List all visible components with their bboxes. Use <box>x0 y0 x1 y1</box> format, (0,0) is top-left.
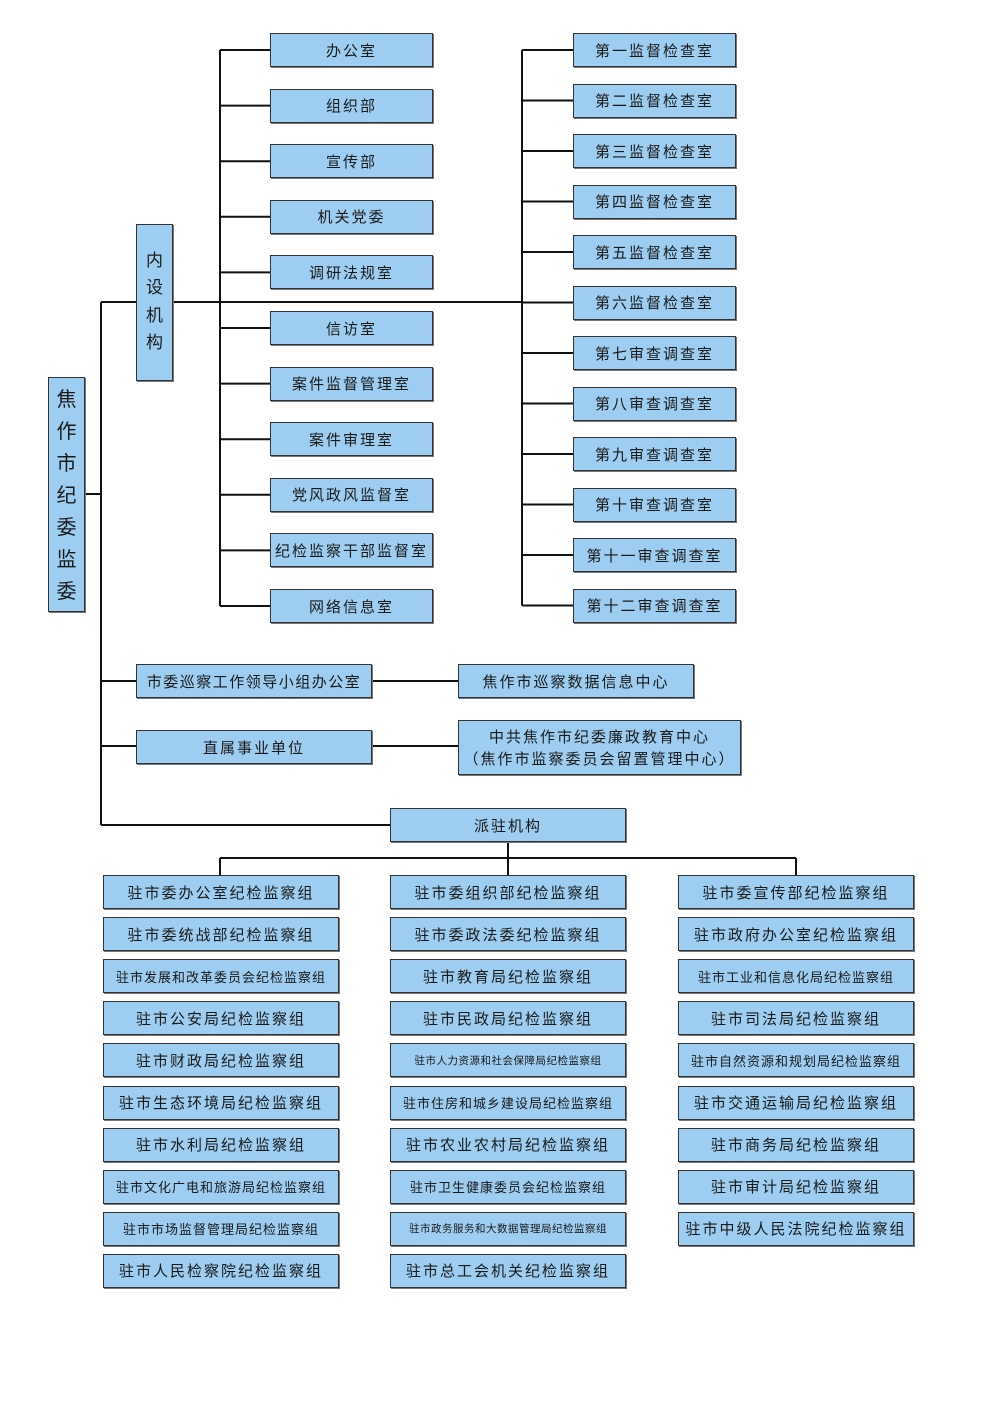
internal-right-item: 第十二审查调查室 <box>573 588 736 623</box>
internal-right-item: 第六监督检查室 <box>573 285 736 320</box>
dispatched-group-item: 驻市文化广电和旅游局纪检监察组 <box>103 1169 339 1204</box>
internal-right-item: 第十一审查调查室 <box>573 538 736 572</box>
internal-left-item: 宣传部 <box>270 144 433 179</box>
internal-organs-node: 内设机构 <box>136 224 173 381</box>
internal-left-item: 组织部 <box>270 88 433 123</box>
internal-left-item: 机关党委 <box>270 199 433 234</box>
patrol-office-node: 市委巡察工作领导小组办公室 <box>136 664 372 698</box>
dispatched-group-item: 驻市人力资源和社会保障局纪检监察组 <box>390 1043 626 1078</box>
internal-right-item: 第一监督检查室 <box>573 33 736 67</box>
internal-left-item: 网络信息室 <box>270 589 433 623</box>
internal-left-item: 党风政风监督室 <box>270 477 433 512</box>
internal-right-item: 第九审查调查室 <box>573 437 736 471</box>
dispatched-group-item: 驻市工业和信息化局纪检监察组 <box>678 959 914 994</box>
internal-right-item: 第五监督检查室 <box>573 235 736 269</box>
internal-left-item: 办公室 <box>270 33 433 67</box>
root-node: 焦作市纪委监委 <box>48 377 85 612</box>
dispatched-group-item: 驻市中级人民法院纪检监察组 <box>678 1211 914 1246</box>
integrity-center-line1: 中共焦作市纪委廉政教育中心 <box>488 727 710 746</box>
dispatched-organs-node: 派驻机构 <box>390 808 626 842</box>
internal-right-item: 第七审查调查室 <box>573 336 736 370</box>
dispatched-group-item: 驻市发展和改革委员会纪检监察组 <box>103 959 339 994</box>
dispatched-group-item: 驻市自然资源和规划局纪检监察组 <box>678 1043 914 1078</box>
internal-right-item: 第八审查调查室 <box>573 386 736 421</box>
dispatched-group-item: 驻市政府办公室纪检监察组 <box>678 917 914 952</box>
dispatched-group-item: 驻市委政法委纪检监察组 <box>390 917 626 952</box>
integrity-education-center-node: 中共焦作市纪委廉政教育中心 （焦作市监察委员会留置管理中心） <box>458 720 741 775</box>
dispatched-group-item: 驻市委办公室纪检监察组 <box>103 875 339 909</box>
dispatched-group-item: 驻市商务局纪检监察组 <box>678 1127 914 1162</box>
internal-right-item: 第三监督检查室 <box>573 134 736 168</box>
dispatched-group-item: 驻市政务服务和大数据管理局纪检监察组 <box>390 1211 626 1246</box>
dispatched-group-item: 驻市委组织部纪检监察组 <box>390 875 626 909</box>
dispatched-group-item: 驻市委统战部纪检监察组 <box>103 917 339 952</box>
dispatched-group-item: 驻市交通运输局纪检监察组 <box>678 1085 914 1120</box>
dispatched-group-item: 驻市人民检察院纪检监察组 <box>103 1253 339 1288</box>
dispatched-group-item: 驻市总工会机关纪检监察组 <box>390 1253 626 1288</box>
patrol-data-center-node: 焦作市巡察数据信息中心 <box>458 664 694 698</box>
internal-left-item: 纪检监察干部监督室 <box>270 533 433 568</box>
internal-right-item: 第四监督检查室 <box>573 184 736 219</box>
dispatched-group-item: 驻市公安局纪检监察组 <box>103 1001 339 1036</box>
internal-left-item: 案件监督管理室 <box>270 366 433 401</box>
dispatched-group-item: 驻市民政局纪检监察组 <box>390 1001 626 1036</box>
internal-right-item: 第二监督检查室 <box>573 83 736 118</box>
dispatched-group-item: 驻市教育局纪检监察组 <box>390 959 626 994</box>
dispatched-group-item: 驻市生态环境局纪检监察组 <box>103 1085 339 1120</box>
dispatched-group-item: 驻市财政局纪检监察组 <box>103 1043 339 1078</box>
dispatched-group-item: 驻市卫生健康委员会纪检监察组 <box>390 1169 626 1204</box>
dispatched-group-item: 驻市审计局纪检监察组 <box>678 1169 914 1204</box>
dispatched-group-item: 驻市农业农村局纪检监察组 <box>390 1127 626 1162</box>
dispatched-group-item: 驻市水利局纪检监察组 <box>103 1127 339 1162</box>
direct-units-node: 直属事业单位 <box>136 730 372 764</box>
dispatched-group-item: 驻市司法局纪检监察组 <box>678 1001 914 1036</box>
internal-left-item: 信访室 <box>270 311 433 345</box>
internal-left-item: 调研法规室 <box>270 255 433 290</box>
dispatched-group-item: 驻市市场监督管理局纪检监察组 <box>103 1211 339 1246</box>
integrity-center-line2: （焦作市监察委员会留置管理中心） <box>463 749 736 768</box>
dispatched-group-item: 驻市委宣传部纪检监察组 <box>678 875 914 909</box>
dispatched-group-item: 驻市住房和城乡建设局纪检监察组 <box>390 1085 626 1120</box>
internal-left-item: 案件审理室 <box>270 422 433 457</box>
internal-right-item: 第十审查调查室 <box>573 487 736 522</box>
